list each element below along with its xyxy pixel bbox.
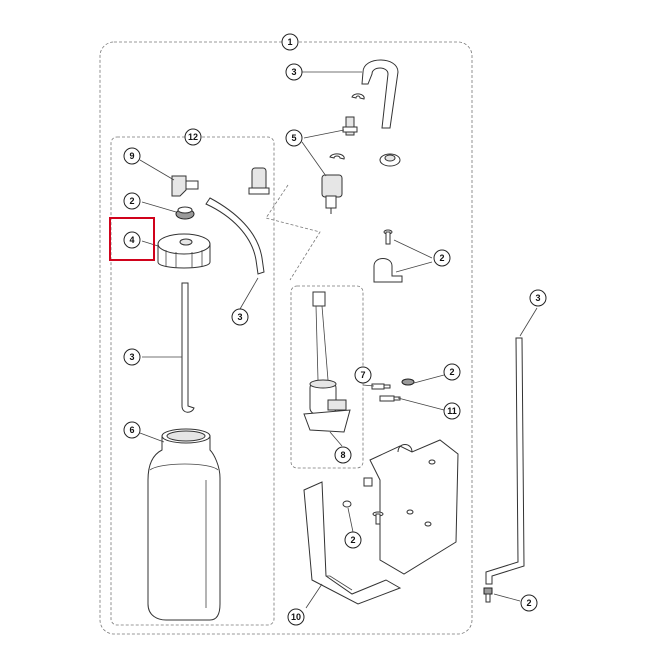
callout-label: 9 — [129, 151, 134, 161]
elbow-fitting — [171, 175, 199, 197]
callout-c4: 4 — [123, 231, 141, 249]
leader-lines — [139, 42, 538, 609]
callouts: 1 3 12 5 9 2 4 3 2 3 3 7 2 11 6 8 2 10 2 — [123, 33, 547, 626]
callout-label: 7 — [360, 370, 365, 380]
highlight-box — [109, 217, 155, 261]
assembly-boundary-8 — [290, 285, 364, 469]
callout-label: 3 — [535, 293, 540, 303]
callout-label: 3 — [291, 67, 296, 77]
callout-label: 4 — [129, 235, 134, 245]
bolt — [372, 511, 384, 525]
callout-c2e: 2 — [520, 594, 538, 612]
callout-label: 2 — [129, 196, 134, 206]
bracket — [303, 439, 459, 605]
callout-c6: 6 — [123, 421, 141, 439]
callout-label: 2 — [449, 367, 454, 377]
pump — [303, 291, 351, 433]
callout-label: 3 — [237, 312, 242, 322]
callout-c2d: 2 — [344, 531, 362, 549]
callout-c2b: 2 — [433, 249, 451, 267]
clamp — [373, 258, 403, 283]
callout-label: 2 — [350, 535, 355, 545]
callout-label: 6 — [129, 425, 134, 435]
fitting-7 — [371, 383, 391, 390]
callout-c9: 9 — [123, 147, 141, 165]
callout-c12: 12 — [184, 128, 202, 146]
callout-c1: 1 — [281, 33, 299, 51]
connector-lower — [321, 174, 343, 214]
nut — [363, 477, 373, 487]
tube-top — [361, 59, 399, 129]
callout-c11: 11 — [443, 402, 461, 420]
tube-long — [485, 337, 525, 585]
screw-upper — [383, 229, 393, 245]
grommet-cap — [175, 206, 195, 220]
clip-top — [351, 93, 365, 100]
callout-c3c: 3 — [529, 289, 547, 307]
inline-fitting — [248, 167, 270, 195]
callout-c2c: 2 — [443, 363, 461, 381]
clip-mid — [329, 153, 345, 160]
callout-label: 10 — [291, 612, 301, 622]
callout-label: 2 — [439, 253, 444, 263]
bottle — [147, 428, 221, 621]
bottle-cap — [157, 233, 211, 269]
connector-upper — [342, 116, 358, 136]
callout-c8: 8 — [334, 446, 352, 464]
callout-c2a: 2 — [123, 192, 141, 210]
callout-label: 2 — [526, 598, 531, 608]
clip-small — [401, 378, 415, 386]
callout-c7: 7 — [354, 366, 372, 384]
washer — [342, 500, 352, 508]
callout-c3a: 3 — [285, 63, 303, 81]
callout-label: 1 — [287, 37, 292, 47]
screw-lower — [483, 587, 493, 603]
callout-label: 5 — [291, 133, 296, 143]
callout-c3b: 3 — [231, 308, 249, 326]
callout-label: 8 — [340, 450, 345, 460]
callout-label: 3 — [129, 352, 134, 362]
callout-c5: 5 — [285, 129, 303, 147]
bent-tube — [205, 197, 265, 275]
callout-label: 12 — [188, 132, 198, 142]
connection-dashed-line — [265, 184, 321, 281]
callout-c10: 10 — [287, 608, 305, 626]
grommet-right — [379, 153, 401, 167]
callout-c3d: 3 — [123, 348, 141, 366]
callout-label: 11 — [447, 406, 457, 416]
pickup-tube — [181, 282, 195, 413]
fitting-11 — [379, 395, 401, 402]
